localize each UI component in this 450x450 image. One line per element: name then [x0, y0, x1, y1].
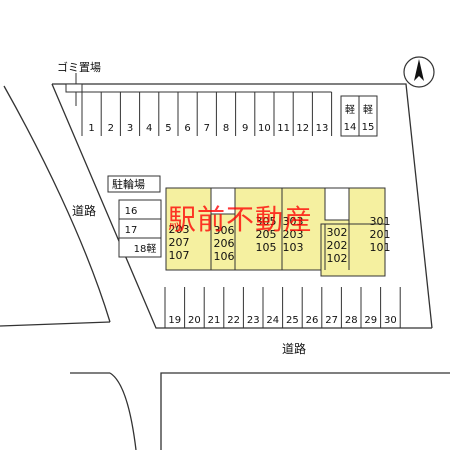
parking-space-12: 12	[296, 123, 309, 134]
parking-space-17: 17	[125, 225, 138, 236]
unit-305-2: 305	[256, 215, 277, 228]
unit-203-0: 203	[169, 223, 190, 236]
unit-101-5: 101	[370, 241, 391, 254]
unit-203-3: 203	[283, 228, 304, 241]
unit-206-1: 206	[214, 237, 235, 250]
parking-space-3: 3	[127, 123, 133, 134]
parking-kei-row: 軽 14 軽 15	[340, 95, 378, 137]
unit-302-4: 302	[327, 226, 348, 239]
parking-space-7: 7	[204, 123, 210, 134]
unit-202-4: 202	[327, 239, 348, 252]
kei-mark-15: 軽	[363, 104, 373, 116]
parking-space-11: 11	[277, 123, 290, 134]
road-edge-left-bottom	[0, 321, 111, 327]
unit-205-2: 205	[256, 228, 277, 241]
garbage-box	[65, 83, 83, 93]
parking-space-25: 25	[286, 315, 299, 326]
road-left-edge	[3, 85, 111, 323]
unit-105-2: 105	[256, 241, 277, 254]
unit-303-3: 303	[283, 215, 304, 228]
parking-space-20: 20	[188, 315, 201, 326]
parking-space-29: 29	[364, 315, 377, 326]
unit-102-4: 102	[327, 252, 348, 265]
parking-space-30: 30	[384, 315, 397, 326]
parking-space-24: 24	[266, 315, 279, 326]
parking-space-26: 26	[306, 315, 319, 326]
road-curve-bottom	[109, 372, 137, 450]
road-edge-bottom-right	[160, 372, 450, 450]
unit-106-1: 106	[214, 250, 235, 263]
parking-space-18軽: 18軽	[134, 243, 157, 255]
parking-space-1: 1	[88, 123, 94, 134]
bicycle-label-box	[107, 175, 161, 193]
unit-306-1: 306	[214, 224, 235, 237]
bicycle-parking-label: 駐輪場	[112, 178, 145, 191]
parking-space-9: 9	[242, 123, 248, 134]
parking-space-6: 6	[184, 123, 190, 134]
parking-bottom-row: 19 20 21 22 23 24 25 26 27 28 29 30	[164, 287, 401, 329]
parking-space-4: 4	[146, 123, 152, 134]
unit-201-5: 201	[370, 228, 391, 241]
unit-207-0: 207	[169, 236, 190, 249]
parking-space-27: 27	[325, 315, 338, 326]
parking-space-22: 22	[227, 315, 240, 326]
parking-space-23: 23	[247, 315, 260, 326]
parking-space-5: 5	[165, 123, 171, 134]
unit-107-0: 107	[169, 249, 190, 262]
parking-space-2: 2	[108, 123, 114, 134]
parking-space-10: 10	[258, 123, 271, 134]
parking-left-row: 16 17 18軽	[118, 199, 162, 258]
parking-space-21: 21	[208, 315, 221, 326]
parking-space-14: 14	[344, 122, 357, 133]
parking-space-19: 19	[168, 315, 181, 326]
parking-space-8: 8	[223, 123, 229, 134]
road-left-label: 道路	[72, 204, 97, 218]
parking-space-28: 28	[345, 315, 358, 326]
unit-301-5: 301	[370, 215, 391, 228]
parking-space-16: 16	[125, 206, 138, 217]
road-bottom-label: 道路	[282, 342, 307, 356]
north-arrow-icon	[402, 55, 436, 89]
unit-103-3: 103	[283, 241, 304, 254]
apartment-building: 2032071073062061063052051053032031033022…	[165, 187, 391, 277]
watermark-text: 駅前不動産	[168, 203, 314, 236]
garbage-label: ゴミ置場	[57, 61, 101, 74]
parking-space-15: 15	[362, 122, 375, 133]
site-boundary-top-right	[52, 83, 433, 329]
parking-space-13: 13	[316, 123, 329, 134]
kei-mark-14: 軽	[345, 104, 355, 116]
